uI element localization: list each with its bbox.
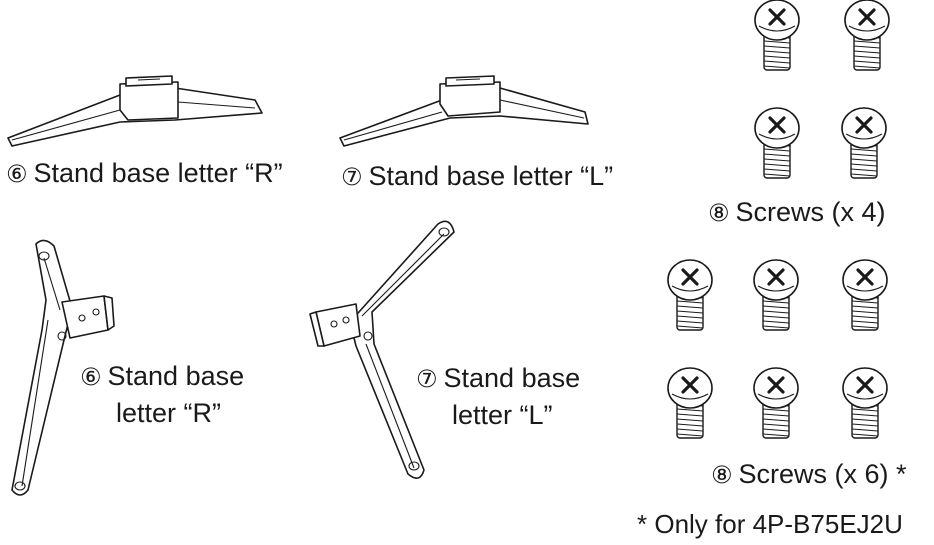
label-line-2: letter “R” [116,398,222,428]
screw-icon [840,106,888,180]
stand-base-l-angled-view [309,220,455,479]
screw-icon [752,366,800,440]
label-text: Stand base letter “R” [33,158,283,188]
screw-icon [666,258,714,332]
item-number: ⑧ [708,199,730,227]
item-number: ⑧ [711,461,733,489]
label-line-2: letter “L” [452,400,553,430]
stand-base-r-angled-view [11,239,115,496]
item-number: ⑥ [80,363,102,391]
item-number: ⑥ [6,160,28,188]
screws-x4-group [753,0,891,180]
label-line-1: Stand base [443,363,581,393]
screw-icon [753,0,801,72]
screw-icon [841,258,889,332]
screw-icon [752,258,800,332]
label-line-1: Stand base [107,361,245,391]
item-number: ⑦ [341,163,363,191]
screw-icon [753,106,801,180]
label-text: Screws (x 6) * [738,459,907,489]
stand-base-l-side-view [339,75,589,147]
screw-icon [843,0,891,72]
stand-base-r-side-view [7,75,263,147]
item-number: ⑦ [416,365,438,393]
screws-x6-group [666,258,889,440]
footnote: * Only for 4P-B75EJ2U [637,509,903,539]
label-text: Screws (x 4) [735,197,886,227]
screw-icon [666,366,714,440]
screw-icon [841,366,889,440]
label-text: Stand base letter “L” [368,161,614,191]
